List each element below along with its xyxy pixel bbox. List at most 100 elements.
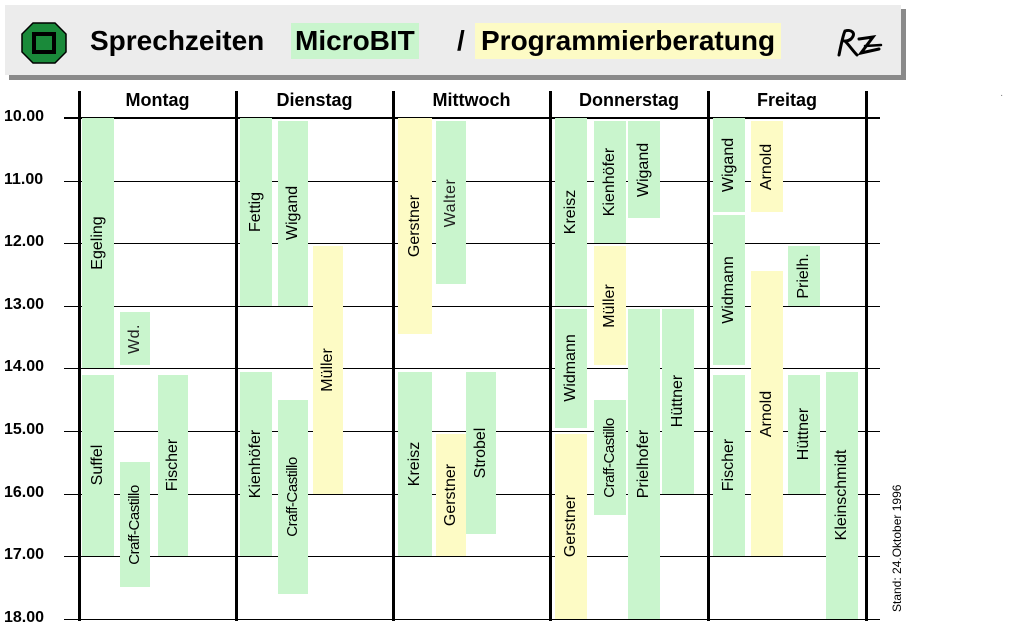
green-square-logo-icon — [21, 22, 67, 64]
slot-name: Gerstner — [406, 194, 423, 258]
slot-name: Arnold — [758, 390, 775, 437]
slot-name: Craff-Castillo — [126, 485, 143, 565]
hour-label: 12.00 — [4, 233, 45, 251]
consultation-slot: Widmann — [555, 308, 587, 428]
hour-label: 11.00 — [4, 170, 44, 188]
consultation-slot: Müller — [594, 246, 626, 366]
hour-label: 17.00 — [4, 546, 45, 564]
consultation-slot: Kienhöfer — [594, 121, 626, 244]
consultation-slot: Widmann — [713, 215, 745, 366]
consultation-slot: Craff-Castillo — [594, 399, 626, 516]
consultation-slot: Kienhöfer — [240, 371, 272, 557]
slot-name: Fischer — [164, 439, 181, 492]
slot-name: Wigand — [284, 186, 301, 241]
consultation-slot: Craff-Castillo — [120, 462, 150, 588]
consultation-slot: Prielh. — [788, 246, 820, 306]
day-header: Donnerstag — [578, 90, 679, 110]
day-separator — [235, 91, 238, 621]
stand-date-label: Stand: 24.Oktober 1996 — [890, 484, 904, 612]
consultation-slot: Hüttner — [662, 308, 694, 494]
hour-gridline — [64, 117, 880, 119]
slot-name: Fischer — [720, 439, 737, 492]
consultation-slot: Kreisz — [398, 371, 432, 557]
timetable: 10.00 11.00 12.00 13.00 14.00 15.00 16.00 17.00… — [0, 86, 1009, 626]
day-header: Freitag — [756, 90, 817, 110]
consultation-slot: Wd. — [120, 312, 150, 366]
consultation-slot: Müller — [313, 246, 343, 494]
consultation-slot: Craff-Castillo — [278, 399, 308, 594]
hour-gridline — [64, 180, 880, 182]
hour-gridline — [64, 368, 880, 370]
consultation-slot: Fischer — [158, 374, 188, 557]
consultation-slot: Gerstner — [398, 118, 432, 334]
title-prefix: Sprechzeiten — [90, 25, 265, 56]
day-header: Mittwoch — [432, 90, 511, 110]
slot-name: Strobel — [472, 427, 489, 479]
consultation-slot: Gerstner — [436, 434, 466, 557]
day-header: Montag — [125, 90, 190, 110]
slot-name: Prielhofer — [635, 429, 652, 499]
consultation-slot: Walter — [436, 121, 466, 284]
day-separator — [865, 91, 868, 621]
hour-label: 15.00 — [4, 421, 45, 438]
slot-name: Widmann — [562, 334, 579, 403]
hour-gridline — [64, 243, 880, 245]
slot-name: Kleinschmidt — [833, 449, 850, 541]
consultation-slot: Fettig — [240, 118, 272, 306]
hour-label: 10.00 — [4, 108, 45, 125]
slot-name: Kreisz — [406, 441, 423, 487]
hour-label: 16.00 — [4, 483, 45, 501]
slot-name: Wd. — [126, 323, 143, 354]
day-separator — [707, 91, 710, 621]
hour-gridline — [64, 618, 880, 620]
consultation-slot: Gerstner — [555, 434, 587, 619]
slot-name: Suffel — [89, 445, 106, 486]
slot-name: Wigand — [635, 142, 652, 197]
consultation-slot: Fischer — [713, 374, 745, 557]
consultation-slot: Wigand — [628, 121, 660, 219]
hour-label: 13.00 — [4, 295, 45, 313]
day-separator — [78, 91, 81, 621]
slot-name: Hüttner — [795, 407, 812, 461]
slot-name: Kreisz — [562, 189, 579, 235]
slot-name: Müller — [601, 284, 618, 328]
hour-label: 14.00 — [4, 358, 45, 376]
consultation-slot: Arnold — [751, 121, 783, 212]
title-programmierberatung: Programmierberatung — [475, 23, 782, 59]
slot-name: Hüttner — [669, 375, 686, 428]
consultation-slot: Egeling — [82, 118, 114, 369]
day-separator — [549, 91, 552, 621]
consultation-slot: Kreisz — [555, 118, 587, 306]
hour-gridline — [64, 305, 880, 307]
title-microbit: MicroBIT — [291, 23, 419, 59]
slot-name: Wigand — [720, 137, 737, 193]
header-banner: Sprechzeiten MicroBIT / Programmierberat… — [4, 4, 901, 75]
slot-name: Prielh. — [795, 253, 812, 299]
slot-name: Craff-Castillo — [601, 417, 618, 498]
slot-name: Gerstner — [442, 464, 459, 527]
signature-icon — [837, 29, 883, 57]
consultation-slot: Strobel — [466, 371, 496, 535]
slot-name: Walter — [442, 178, 459, 227]
consultation-slot: Kleinschmidt — [826, 371, 858, 619]
consultation-slot: Suffel — [82, 374, 114, 557]
slot-name: Gerstner — [562, 495, 579, 558]
consultation-slot: Wigand — [713, 118, 745, 212]
slot-name: Müller — [319, 348, 336, 392]
slot-name: Kienhöfer — [247, 429, 264, 499]
consultation-slot: Prielhofer — [628, 308, 660, 619]
consultation-slot: Wigand — [278, 121, 308, 306]
slot-name: Egeling — [89, 216, 106, 270]
day-header: Dienstag — [276, 90, 353, 110]
title-slash: / — [457, 25, 465, 56]
slot-name: Arnold — [758, 143, 775, 190]
consultation-slot: Hüttner — [788, 374, 820, 494]
day-separator — [392, 91, 395, 621]
consultation-slot: Arnold — [751, 271, 783, 557]
hour-label: 18.00 — [4, 608, 45, 626]
slot-name: Widmann — [720, 256, 737, 324]
slot-name: Craff-Castillo — [284, 456, 301, 537]
hour-gridline — [64, 556, 880, 558]
stray-mark: · — [1000, 90, 1004, 101]
slot-name: Kienhöfer — [601, 147, 618, 217]
